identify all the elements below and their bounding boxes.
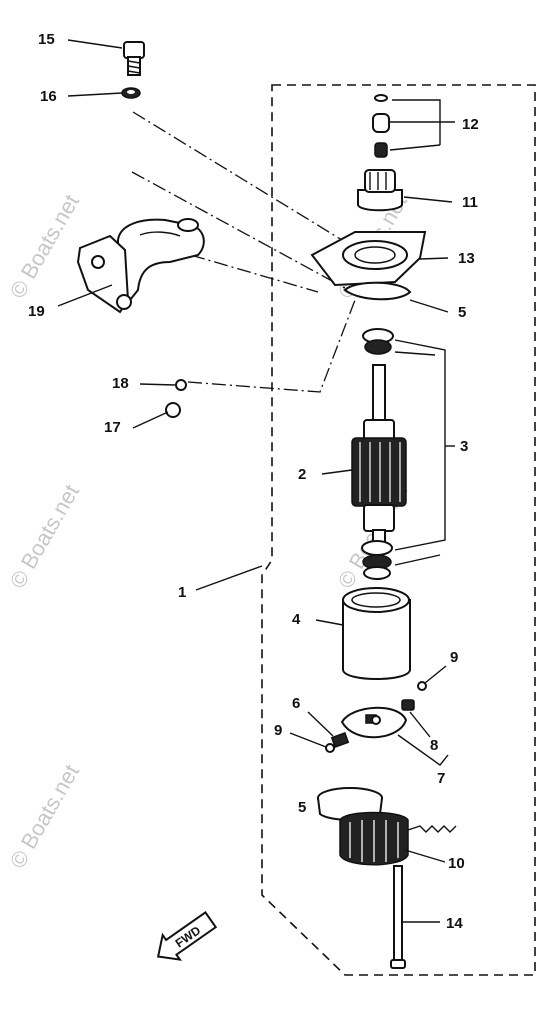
callout-8: 8 bbox=[430, 737, 438, 754]
screw-part-9-right bbox=[417, 681, 427, 691]
through-bolt-part-14 bbox=[390, 865, 406, 969]
brush-holder-part-7 bbox=[340, 706, 408, 739]
callout-14: 14 bbox=[446, 915, 463, 932]
callout-9-left: 9 bbox=[274, 722, 282, 739]
callout-11: 11 bbox=[462, 194, 478, 211]
alignment-line-bolt bbox=[132, 111, 356, 249]
armature-part-2 bbox=[351, 364, 407, 546]
brush-part-8 bbox=[401, 699, 415, 711]
washer-part-16 bbox=[121, 87, 141, 99]
callout-5-upper: 5 bbox=[458, 304, 466, 321]
yoke-part-4 bbox=[342, 587, 411, 680]
callout-6: 6 bbox=[292, 695, 300, 712]
washer-set-part-3-upper bbox=[362, 328, 394, 355]
screw-part-9-left bbox=[325, 743, 335, 753]
callout-9-right: 9 bbox=[450, 649, 458, 666]
watermark-top-left: © Boats.net bbox=[5, 190, 84, 302]
callout-16: 16 bbox=[40, 88, 57, 105]
callout-1: 1 bbox=[178, 584, 186, 601]
callout-2: 2 bbox=[298, 466, 306, 483]
callout-13: 13 bbox=[458, 250, 475, 267]
fwd-arrow: FWD bbox=[156, 911, 218, 961]
callout-3: 3 bbox=[460, 438, 468, 455]
alignment-line-screw bbox=[187, 299, 356, 393]
callout-7: 7 bbox=[437, 770, 445, 787]
callout-18: 18 bbox=[112, 375, 129, 392]
bolt-part-15 bbox=[123, 41, 145, 76]
callout-12: 12 bbox=[462, 116, 479, 133]
screw-part-17 bbox=[165, 402, 181, 418]
brush-part-6 bbox=[330, 731, 350, 749]
pinion-stop-part-12 bbox=[372, 94, 390, 158]
nut-part-18 bbox=[175, 379, 187, 391]
callout-15: 15 bbox=[38, 31, 55, 48]
callout-17: 17 bbox=[104, 419, 121, 436]
watermark-bottom-left: © Boats.net bbox=[5, 760, 84, 872]
washer-set-part-3-lower bbox=[361, 540, 393, 580]
pinion-gear-part-11 bbox=[357, 169, 403, 212]
leader-lines bbox=[57, 39, 455, 923]
gasket-part-5-upper bbox=[343, 281, 412, 301]
upper-housing-part-13 bbox=[310, 231, 427, 287]
assembly-boundary bbox=[261, 84, 536, 976]
callout-4: 4 bbox=[292, 611, 301, 628]
alignment-line-bracket bbox=[131, 171, 346, 289]
callout-10: 10 bbox=[448, 855, 465, 872]
lower-housing-part-10 bbox=[339, 811, 457, 866]
callout-19: 19 bbox=[28, 303, 45, 320]
bracket-part-19 bbox=[76, 218, 205, 314]
watermark-mid-left: © Boats.net bbox=[5, 480, 84, 592]
callout-5-lower: 5 bbox=[298, 799, 306, 816]
